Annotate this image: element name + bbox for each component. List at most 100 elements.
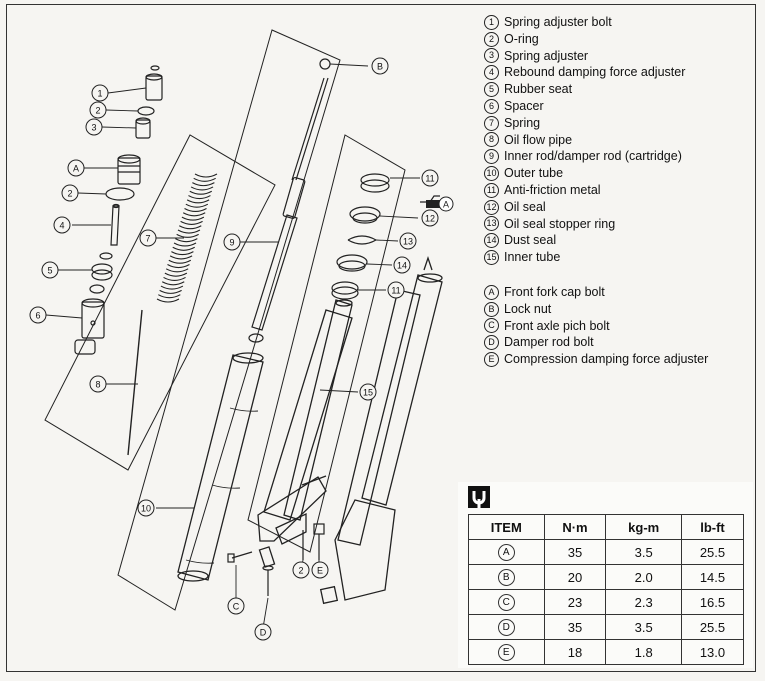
callout-label: 11 [425, 174, 434, 184]
legend-label: Compression damping force adjuster [504, 352, 709, 367]
callout-label: A [73, 164, 79, 174]
legend-label: Dust seal [504, 233, 557, 248]
legend-marker: 3 [484, 48, 499, 64]
legend-marker: E [484, 352, 499, 368]
callout-label: 1 [97, 89, 102, 99]
callout: 2 [89, 101, 107, 119]
callout-label: 9 [229, 238, 234, 248]
torque-cell-nm: 18 [543, 639, 607, 665]
part-oil-seal [349, 206, 381, 222]
callout: 2 [292, 561, 310, 579]
legend-label: Oil seal stopper ring [504, 216, 616, 231]
legend-marker: C [484, 318, 499, 334]
spring-coil [161, 281, 185, 286]
callout: C [227, 597, 245, 615]
callout: 11 [387, 281, 405, 299]
callout-label: 10 [141, 504, 151, 514]
callout-label: 6 [35, 311, 40, 321]
part-inner-tube-right [319, 255, 443, 605]
legend-marker: 2 [484, 31, 499, 47]
torque-cell-kgm: 3.5 [605, 539, 682, 565]
spring-coil [163, 276, 186, 281]
legend-marker: 14 [484, 233, 499, 249]
legend-label: Front fork cap bolt [504, 285, 605, 299]
part-spacer [81, 298, 105, 339]
part-damper-rod-bolt [262, 565, 274, 596]
part-outer-tube [177, 352, 264, 582]
spring-coil [159, 289, 182, 294]
spring-coil [177, 229, 201, 234]
part-o-ring-top [137, 106, 155, 116]
callout: A [67, 159, 85, 177]
spring-coil [185, 203, 209, 208]
part-rubber-seat [91, 263, 113, 281]
legend-marker: 8 [484, 132, 499, 148]
legend-marker: 13 [484, 216, 499, 232]
callout: 6 [29, 306, 47, 324]
legend-marker: 11 [484, 182, 499, 198]
torque-cell-kgm: 2.3 [605, 589, 682, 615]
callout-label: 7 [145, 234, 150, 244]
callout: 11 [421, 169, 439, 187]
spring-coil [186, 199, 210, 204]
spring-coil [189, 190, 213, 195]
callout: 12 [421, 209, 439, 227]
torque-cell-kgm: 3.5 [605, 614, 682, 640]
torque-cell-item: C [468, 589, 545, 615]
part-front-fork-cap-bolt [117, 154, 141, 185]
col-item: ITEM [468, 514, 545, 540]
part-spring-adjuster [135, 117, 151, 139]
legend-label: Inner rod/damper rod (cartridge) [504, 149, 682, 164]
callout: 13 [399, 232, 417, 250]
spring-coil [182, 212, 206, 217]
torque-table-header: ITEM N·m kg-m lb-ft [468, 514, 745, 540]
legend-label: Spring [504, 115, 541, 130]
legend-label: Rebound damping force adjuster [504, 65, 686, 80]
callout: E [311, 561, 329, 579]
torque-cell-lbft: 25.5 [680, 539, 745, 565]
spring-coil [165, 268, 189, 273]
panel-right [247, 134, 406, 553]
part-anti-friction-metal-lower [331, 281, 359, 295]
torque-cell-item: D [468, 614, 545, 640]
part-spring [156, 173, 218, 303]
callout-label: D [260, 628, 267, 638]
part-oil-flow-pipe [127, 309, 143, 456]
spring-coil [188, 195, 211, 200]
callout: 4 [53, 216, 71, 234]
part-spring-adjuster-bolt [145, 65, 163, 101]
callout: 10 [137, 499, 155, 517]
callout-label: 12 [425, 214, 435, 224]
legend-label: Spring adjuster [504, 48, 589, 63]
legend-item: E Compression damping force adjuster [484, 351, 708, 368]
torque-wrench-icon [468, 486, 490, 508]
item-marker: C [497, 593, 515, 611]
legend-marker: B [484, 301, 499, 317]
legend-label: Oil seal [504, 199, 546, 214]
torque-cell-nm: 23 [543, 589, 607, 615]
legend-label: Damper rod bolt [504, 335, 594, 350]
callout-label: 8 [95, 380, 100, 390]
legend-label: Inner tube [504, 250, 561, 265]
spring-coil [180, 220, 203, 225]
spring-coil [164, 272, 188, 277]
spring-coil [168, 259, 192, 264]
spring-coil [181, 216, 205, 221]
svg-text:A: A [443, 200, 449, 210]
legend-label: Rubber seat [504, 82, 573, 97]
part-dust-seal [336, 254, 368, 270]
